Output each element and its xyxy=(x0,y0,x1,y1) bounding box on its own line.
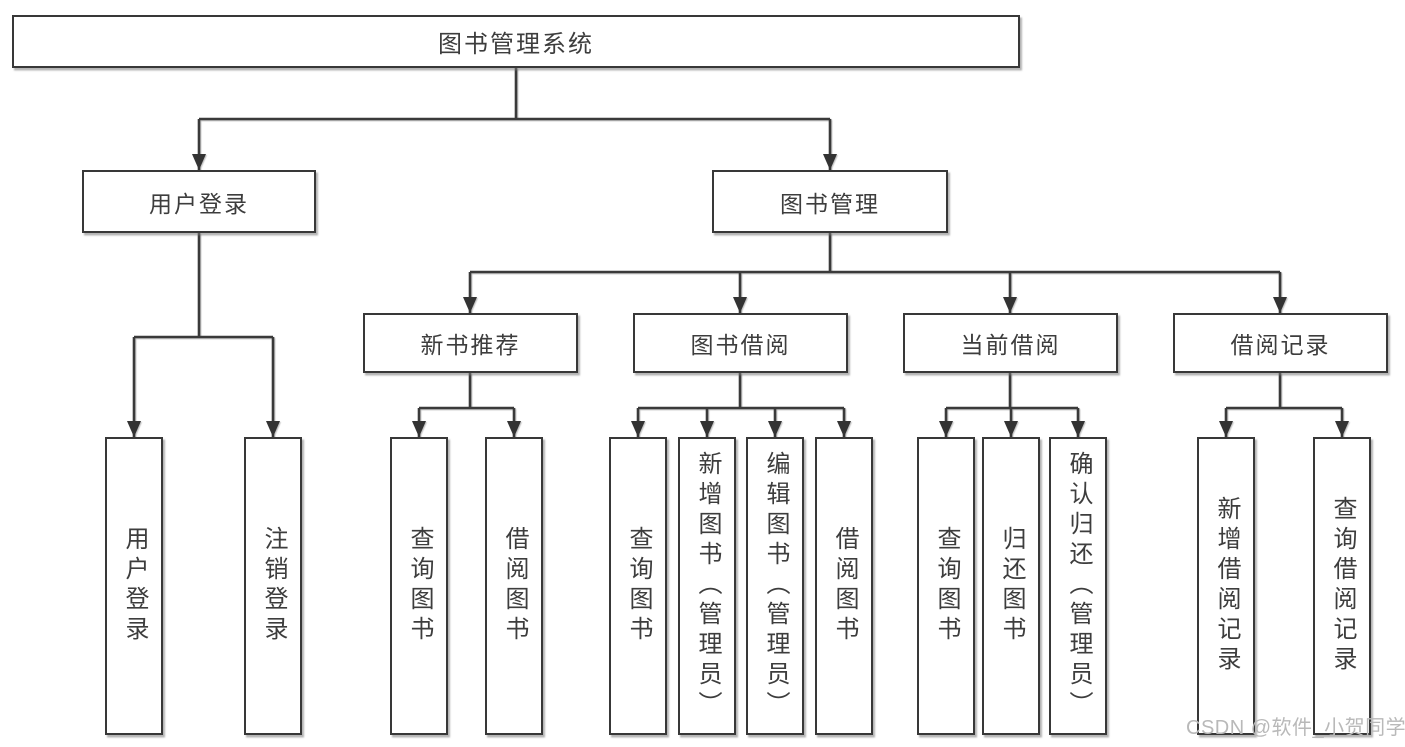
node-label: 借阅记录 xyxy=(1230,332,1331,358)
node-label: 借阅图书 xyxy=(501,526,528,646)
leaf-borrow-books: 借阅图书 xyxy=(815,437,873,735)
node-book-management: 图书管理 xyxy=(712,170,948,233)
leaf-query-borrow-record: 查询借阅记录 xyxy=(1313,437,1371,735)
node-label: 确认归还（管理员） xyxy=(1065,451,1092,721)
node-book-borrow: 图书借阅 xyxy=(633,313,848,373)
node-label: 当前借阅 xyxy=(960,332,1061,358)
leaf-borrow-books: 借阅图书 xyxy=(485,437,543,735)
leaf-add-books-admin: 新增图书（管理员） xyxy=(678,437,736,735)
leaf-query-books: 查询图书 xyxy=(917,437,975,735)
leaf-add-borrow-record: 新增借阅记录 xyxy=(1197,437,1255,735)
leaf-query-books: 查询图书 xyxy=(609,437,667,735)
leaf-user-login: 用户登录 xyxy=(105,437,163,735)
node-label: 用户登录 xyxy=(149,190,249,217)
watermark: CSDN @软件_小贺同学 xyxy=(1186,717,1405,739)
connector-skeleton xyxy=(134,68,1342,410)
node-label: 图书管理系统 xyxy=(438,31,594,58)
node-label: 用户登录 xyxy=(121,526,148,646)
leaf-edit-books-admin: 编辑图书（管理员） xyxy=(746,437,804,735)
node-label: 新书推荐 xyxy=(420,332,521,358)
node-label: 查询图书 xyxy=(406,526,433,646)
leaf-confirm-return-admin: 确认归还（管理员） xyxy=(1049,437,1107,735)
node-label: 新增图书（管理员） xyxy=(694,451,721,721)
node-new-book-recommend: 新书推荐 xyxy=(363,313,578,373)
node-borrow-records: 借阅记录 xyxy=(1173,313,1388,373)
node-label: 编辑图书（管理员） xyxy=(762,451,789,721)
node-user-login: 用户登录 xyxy=(82,170,316,233)
leaf-logout: 注销登录 xyxy=(244,437,302,735)
node-label: 借阅图书 xyxy=(831,526,858,646)
leaf-query-books: 查询图书 xyxy=(390,437,448,735)
node-label: 归还图书 xyxy=(998,526,1025,646)
node-label: 图书管理 xyxy=(780,190,880,217)
node-label: 新增借阅记录 xyxy=(1213,496,1240,676)
node-library-system: 图书管理系统 xyxy=(12,15,1020,68)
node-label: 查询图书 xyxy=(625,526,652,646)
node-current-borrow: 当前借阅 xyxy=(903,313,1118,373)
leaf-return-books: 归还图书 xyxy=(982,437,1040,735)
node-label: 注销登录 xyxy=(260,526,287,646)
node-label: 查询图书 xyxy=(933,526,960,646)
node-label: 查询借阅记录 xyxy=(1329,496,1356,676)
node-label: 图书借阅 xyxy=(690,332,791,358)
